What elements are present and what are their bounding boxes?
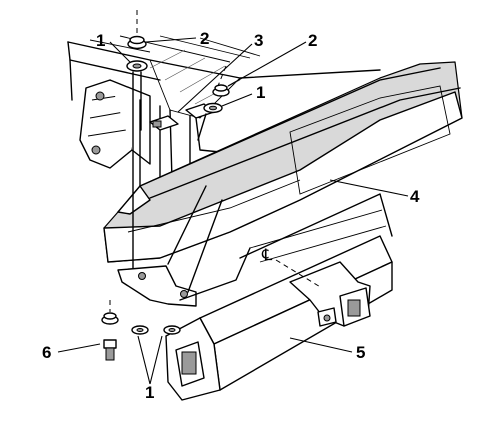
hitch-mount-plate bbox=[117, 185, 223, 307]
callout-2-top: 2 bbox=[200, 29, 209, 48]
callout-1-right: 1 bbox=[256, 83, 265, 102]
fastener-stack-top-left bbox=[126, 10, 148, 283]
callout-5-hitch: 5 bbox=[356, 343, 365, 362]
callout-4-bumper: 4 bbox=[410, 187, 420, 206]
fastener-stack-right bbox=[197, 65, 230, 141]
callout-1-top: 1 bbox=[96, 31, 105, 50]
centerline-marker: ℄ bbox=[261, 247, 323, 289]
callout-3: 3 bbox=[254, 31, 263, 50]
fastener-stack-bottom bbox=[101, 300, 181, 361]
vehicle-frame bbox=[67, 35, 381, 119]
callout-2-right: 2 bbox=[308, 31, 317, 50]
callout-1-bottom: 1 bbox=[145, 383, 154, 402]
trailer-hitch bbox=[165, 193, 393, 401]
callout-labels: 1 2 3 2 1 4 5 6 1 bbox=[42, 29, 420, 402]
centerline-glyph: ℄ bbox=[261, 247, 273, 264]
leader-lines bbox=[57, 37, 409, 385]
rear-bumper bbox=[103, 61, 463, 263]
callout-6-bolt: 6 bbox=[42, 343, 51, 362]
